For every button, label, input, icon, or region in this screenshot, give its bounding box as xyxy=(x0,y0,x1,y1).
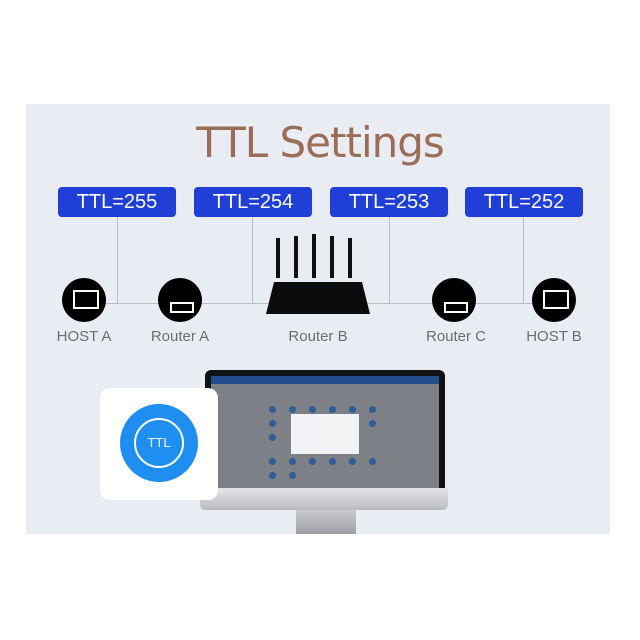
ttl-label-253: TTL=253 xyxy=(330,187,448,217)
node-label: HOST B xyxy=(526,328,582,345)
router-c-icon xyxy=(432,278,476,322)
monitor-chin xyxy=(200,488,448,510)
connector xyxy=(389,217,390,303)
monitor-stand xyxy=(296,510,356,534)
router-b-image xyxy=(262,232,374,320)
dialog-box xyxy=(291,414,359,454)
node-label: Router B xyxy=(288,328,348,345)
node-label: Router A xyxy=(150,328,210,345)
host-a-icon xyxy=(62,278,106,322)
node-label: Router C xyxy=(425,328,487,345)
monitor-image xyxy=(205,370,445,508)
ttl-label-255: TTL=255 xyxy=(58,187,176,217)
ttl-app-tile: TTL xyxy=(100,388,218,500)
ttl-app-icon: TTL xyxy=(120,404,198,482)
connector xyxy=(252,217,253,303)
connector xyxy=(117,217,118,303)
ttl-label-254: TTL=254 xyxy=(194,187,312,217)
node-label: HOST A xyxy=(56,328,112,345)
router-a-icon xyxy=(158,278,202,322)
monitor-screen xyxy=(211,376,439,496)
ttl-label-252: TTL=252 xyxy=(465,187,583,217)
diagram-title: TTL Settings xyxy=(196,118,445,167)
host-b-icon xyxy=(532,278,576,322)
connector xyxy=(523,217,524,303)
